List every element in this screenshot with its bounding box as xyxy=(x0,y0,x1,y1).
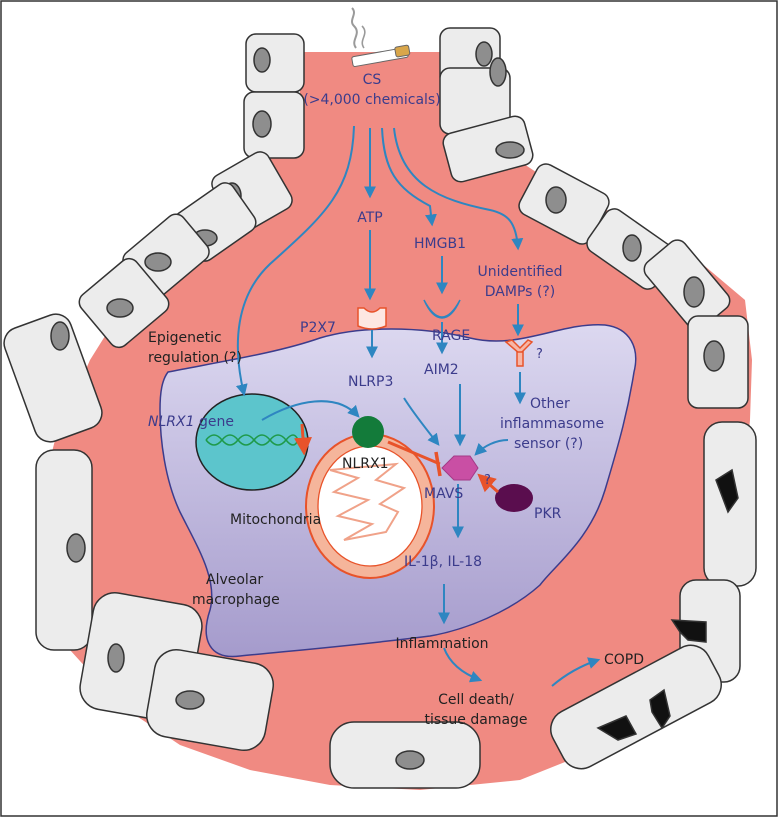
label-other-3: sensor (?) xyxy=(514,436,583,452)
arrow-cs-damps xyxy=(393,127,524,251)
label-pkr-question: ? xyxy=(484,473,491,488)
epithelial-cell xyxy=(442,115,534,183)
label-aim2: AIM2 xyxy=(424,362,459,378)
label-cs-sub: (>4,000 chemicals) xyxy=(303,92,440,108)
arrow-cs-nlrx1-gene xyxy=(235,125,355,397)
nlrx1-inhibits-mavs xyxy=(387,440,441,466)
mavs-protein xyxy=(441,455,479,481)
label-nlrx1-gene: NLRX1 gene xyxy=(148,414,234,430)
epithelial-cell xyxy=(3,313,103,443)
receptor-rage-icon xyxy=(423,299,461,319)
receptor-p2x7-icon xyxy=(357,307,387,330)
label-nlrx1: NLRX1 xyxy=(342,456,389,472)
epithelial-cell xyxy=(329,721,481,789)
receptor-other-icon xyxy=(504,339,534,367)
mitochondria xyxy=(305,433,435,579)
label-mitochondria: Mitochondria xyxy=(230,512,321,528)
epithelial-cell xyxy=(243,91,305,159)
label-receptor-question: ? xyxy=(536,347,543,362)
label-pkr: PKR xyxy=(534,506,562,522)
label-damps-1: Unidentified xyxy=(477,264,562,280)
label-nlrx1-gene-italic: NLRX1 xyxy=(148,414,195,430)
label-epigenetic-2: regulation (?) xyxy=(148,350,242,366)
arrow-gene-nlrx1 xyxy=(261,400,360,421)
arrow-celldeath-copd xyxy=(551,657,601,687)
label-nlrx1-gene-rest: gene xyxy=(195,414,234,430)
epithelial-cell xyxy=(703,421,757,587)
label-nlrp3: NLRP3 xyxy=(348,374,393,390)
arrow-nlrp3-mavs xyxy=(403,397,440,446)
epithelial-cells xyxy=(3,27,757,789)
label-cytokines: IL-1β, IL-18 xyxy=(404,554,482,570)
inhibition-marks xyxy=(293,423,499,494)
epithelial-cell xyxy=(550,644,722,770)
activation-arrows xyxy=(235,125,601,687)
label-epigenetic-1: Epigenetic xyxy=(148,330,222,346)
label-cs: CS xyxy=(363,72,382,88)
gene-expression-arrow xyxy=(293,423,312,456)
label-alveolar-2: macrophage xyxy=(192,592,280,608)
arrow-cs-hmgb1 xyxy=(381,127,437,227)
label-other-2: inflammasome xyxy=(500,416,604,432)
nlrx1-protein xyxy=(352,416,384,448)
label-atp: ATP xyxy=(357,210,382,226)
label-inflammation: Inflammation xyxy=(395,636,488,652)
epithelial-cell xyxy=(439,57,511,135)
label-p2x7: P2X7 xyxy=(300,320,336,336)
label-mavs: MAVS xyxy=(424,486,463,502)
epithelial-cell xyxy=(35,449,93,651)
cigarette-icon xyxy=(351,7,411,67)
epithelial-cell xyxy=(146,648,274,752)
epithelial-cell xyxy=(518,163,610,245)
epithelial-cell xyxy=(687,315,749,409)
arrow-inflammation-celldeath xyxy=(443,647,483,683)
label-celldeath-1: Cell death/ xyxy=(438,692,514,708)
pkr-to-mavs xyxy=(477,473,499,494)
label-damps-2: DAMPs (?) xyxy=(485,284,556,300)
arrow-other-mavs xyxy=(474,439,509,456)
epithelial-cell xyxy=(245,33,305,93)
label-rage: RAGE xyxy=(432,328,470,344)
label-celldeath-2: tissue damage xyxy=(424,712,527,728)
label-other-1: Other xyxy=(530,396,570,412)
pkr-protein xyxy=(495,484,533,512)
label-hmgb1: HMGB1 xyxy=(414,236,466,252)
label-copd: COPD xyxy=(604,652,644,668)
epithelial-cell xyxy=(78,257,170,349)
inhibit-bar xyxy=(434,451,442,477)
label-alveolar-1: Alveolar xyxy=(206,572,263,588)
dna-helix-icon xyxy=(205,434,299,446)
